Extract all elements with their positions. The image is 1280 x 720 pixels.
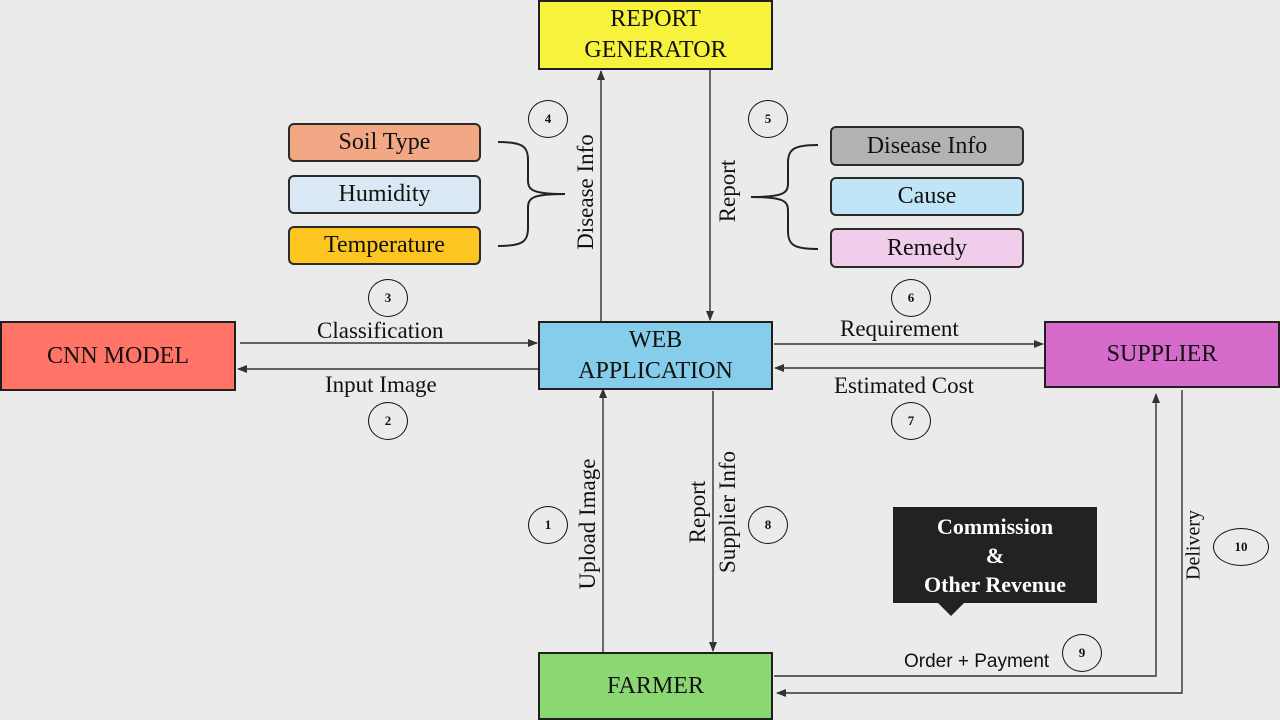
step-number-6: 6	[891, 279, 931, 317]
web-application-node: WEB APPLICATION	[538, 321, 773, 390]
order-payment-edge-label: Order + Payment	[904, 651, 1050, 672]
report-edge-label: Report	[715, 159, 740, 223]
soil-type-pill: Soil Type	[288, 123, 481, 162]
step-number-2: 2	[368, 402, 408, 440]
disease-info-edge-label: Disease Info	[573, 134, 598, 250]
left-brace	[497, 141, 566, 247]
input-image-edge-label: Input Image	[325, 372, 437, 397]
farmer-node: FARMER	[538, 652, 773, 720]
supplier-node: SUPPLIER	[1044, 321, 1280, 388]
step-number-3: 3	[368, 279, 408, 317]
step-number-9: 9	[1062, 634, 1102, 672]
cause-pill: Cause	[830, 177, 1024, 216]
step-number-7: 7	[891, 402, 931, 440]
report-generator-node: REPORT GENERATOR	[538, 0, 773, 70]
temperature-pill: Temperature	[288, 226, 481, 265]
delivery-edge-label: Delivery	[1182, 510, 1205, 580]
requirement-edge-label: Requirement	[840, 316, 959, 341]
classification-edge-label: Classification	[317, 318, 444, 343]
step-number-10: 10	[1213, 528, 1269, 566]
step-number-1: 1	[528, 506, 568, 544]
cnn-model-node: CNN MODEL	[0, 321, 236, 391]
step-number-8: 8	[748, 506, 788, 544]
arrow-order-payment	[774, 393, 1160, 677]
right-brace	[750, 144, 819, 250]
remedy-pill: Remedy	[830, 228, 1024, 268]
disease-info-pill: Disease Info	[830, 126, 1024, 166]
step-number-4: 4	[528, 100, 568, 138]
revenue-callout-tail	[937, 602, 965, 616]
arrow-delivery	[776, 390, 1183, 697]
upload-image-edge-label: Upload Image	[575, 458, 600, 590]
revenue-callout: Commission & Other Revenue	[893, 507, 1097, 603]
estimated-cost-edge-label: Estimated Cost	[834, 373, 974, 398]
report-supplier-info-edge-label: Report Supplier Info	[685, 450, 740, 574]
humidity-pill: Humidity	[288, 175, 481, 214]
step-number-5: 5	[748, 100, 788, 138]
